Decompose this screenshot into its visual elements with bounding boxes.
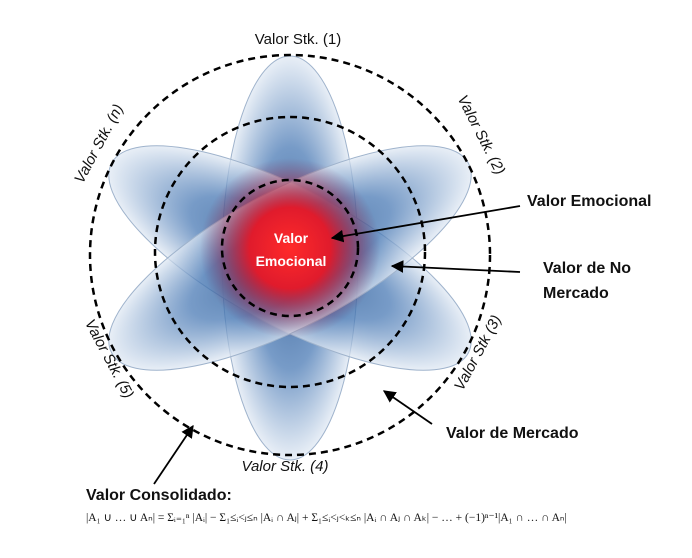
callout-mercado: Valor de Mercado — [446, 425, 579, 442]
middle-dashed-circle — [153, 115, 427, 389]
label-stk1: Valor Stk. (1) — [255, 31, 341, 48]
inner-dashed-circle — [220, 178, 360, 318]
callout-no-mercado-line2: Mercado — [543, 285, 609, 302]
callout-no-mercado-line1: Valor de No — [543, 260, 631, 277]
label-stk4: Valor Stk. (4) — [242, 458, 329, 475]
center-glow — [200, 158, 380, 338]
center-label-line1: Valor — [274, 230, 309, 246]
arrow-no-mercado — [390, 260, 521, 273]
arrow-consolidado — [153, 424, 194, 485]
arrow-emocional — [330, 205, 521, 243]
callout-emocional: Valor Emocional — [527, 193, 651, 210]
center-label-line2: Emocional — [256, 253, 327, 269]
outer-dashed-circle — [88, 53, 492, 457]
arrow-mercado — [382, 390, 433, 425]
consolidado-formula: |A₁ ∪ … ∪ Aₙ| = Σᵢ₌₁ⁿ |Aᵢ| − Σ₁≤ᵢ<ⱼ≤ₙ |A… — [86, 512, 567, 524]
consolidado-title: Valor Consolidado: — [86, 487, 232, 504]
